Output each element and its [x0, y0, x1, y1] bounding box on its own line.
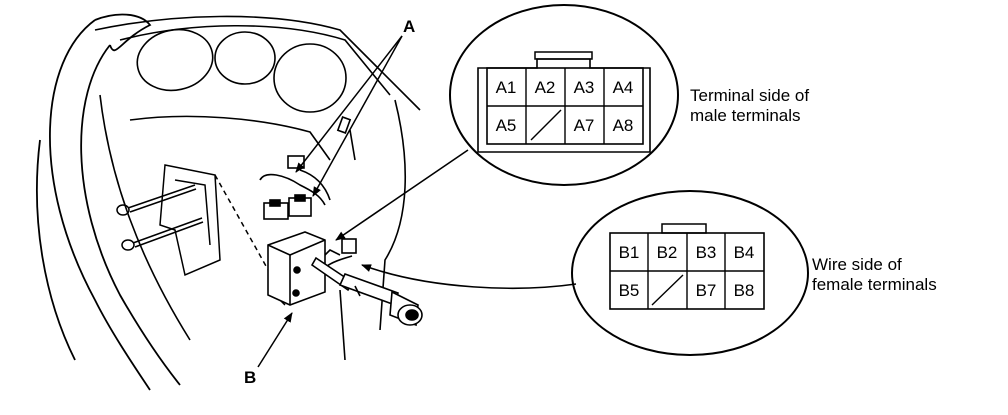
terminal-a7: A7 [574, 116, 595, 135]
connector-a-bubble: A1 A2 A3 A4 A5 A7 A8 [449, 4, 679, 186]
connector-b-pointer-arrow [361, 264, 577, 289]
blank-cavity-slash [530, 109, 562, 141]
terminal-b5: B5 [619, 281, 640, 300]
blank-cavity-slash [651, 274, 684, 306]
terminal-a3: A3 [574, 78, 595, 97]
connector-a-caption: Terminal side of male terminals [690, 86, 809, 126]
connector-b-caption: Wire side of female terminals [812, 255, 937, 295]
connector-b-bubble: B1 B2 B3 B4 B5 B7 B8 [571, 190, 809, 356]
connector-a-caption-line2: male terminals [690, 106, 801, 125]
terminal-a1: A1 [496, 78, 517, 97]
terminal-a2: A2 [535, 78, 556, 97]
switch-lever [310, 256, 423, 327]
callout-b-leader [257, 312, 293, 368]
connector-a-pointer-arrow [335, 149, 469, 241]
steering-wheel [36, 13, 181, 391]
screw-lower [121, 217, 204, 251]
terminal-a8: A8 [613, 116, 634, 135]
combination-switch [267, 231, 357, 306]
screw-upper [116, 184, 197, 216]
connector-b-caption-line2: female terminals [812, 275, 937, 294]
terminal-b8: B8 [734, 281, 755, 300]
column-cover [159, 164, 286, 306]
terminal-b7: B7 [696, 281, 717, 300]
terminal-b4: B4 [734, 243, 755, 262]
connector-a-caption-line1: Terminal side of [690, 86, 810, 105]
harness-connectors-a [259, 169, 331, 220]
callout-a-label: A [403, 17, 416, 36]
callout-a-leaders [295, 35, 403, 197]
terminal-b2: B2 [657, 243, 678, 262]
connector-b-caption-line1: Wire side of [812, 255, 902, 274]
callout-b-label: B [244, 368, 257, 387]
dashboard [94, 15, 421, 361]
terminal-b3: B3 [696, 243, 717, 262]
terminal-a5: A5 [496, 116, 517, 135]
terminal-a4: A4 [613, 78, 634, 97]
terminal-b1: B1 [619, 243, 640, 262]
